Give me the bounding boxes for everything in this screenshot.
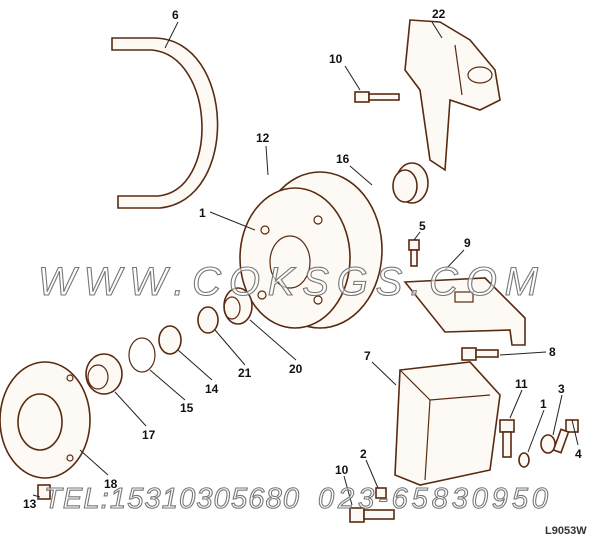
screw [37,484,51,500]
callout-6: 6 [172,8,179,22]
callout-9: 9 [464,236,471,250]
callout-7: 7 [364,349,371,363]
callout-15: 15 [180,401,194,415]
bolt [461,347,499,361]
nut [158,325,182,355]
bolt [354,91,400,103]
callout-2: 2 [360,447,367,461]
callout-1b: 1 [540,397,547,411]
callout-10b: 10 [335,463,349,477]
callout-20: 20 [289,362,303,376]
callout-21: 21 [238,366,252,380]
mounting-bracket [404,19,501,172]
watermark-phone: 023-65830950 [318,483,548,515]
callout-13: 13 [23,497,37,511]
callout-18: 18 [104,477,118,491]
idler-bearing [392,162,429,204]
belt [111,37,219,209]
washer [518,452,530,468]
callout-5: 5 [419,219,426,233]
washer [197,306,219,334]
seal [85,353,123,395]
plate-bracket [403,277,526,346]
callout-4: 4 [575,447,582,461]
figure-code: L9053W [545,525,587,537]
support-bracket [394,361,501,486]
stud [499,419,515,458]
bolt [349,507,395,523]
callout-14: 14 [205,382,219,396]
cover-plate [0,361,91,479]
callout-11: 11 [515,377,528,391]
callout-3: 3 [558,382,565,396]
callout-17: 17 [142,428,156,442]
leader-lines [32,21,579,506]
pulley [239,171,383,329]
bolt [552,419,579,454]
o-ring [128,337,156,373]
watermark-tel: TEL:15310305680 [44,483,299,515]
callout-10: 10 [329,52,343,66]
callout-8: 8 [549,345,556,359]
bushing [223,287,253,325]
callout-1: 1 [199,206,206,220]
callout-16: 16 [336,152,350,166]
callout-12: 12 [256,131,270,145]
washer [375,487,387,499]
callout-22: 22 [432,7,446,21]
